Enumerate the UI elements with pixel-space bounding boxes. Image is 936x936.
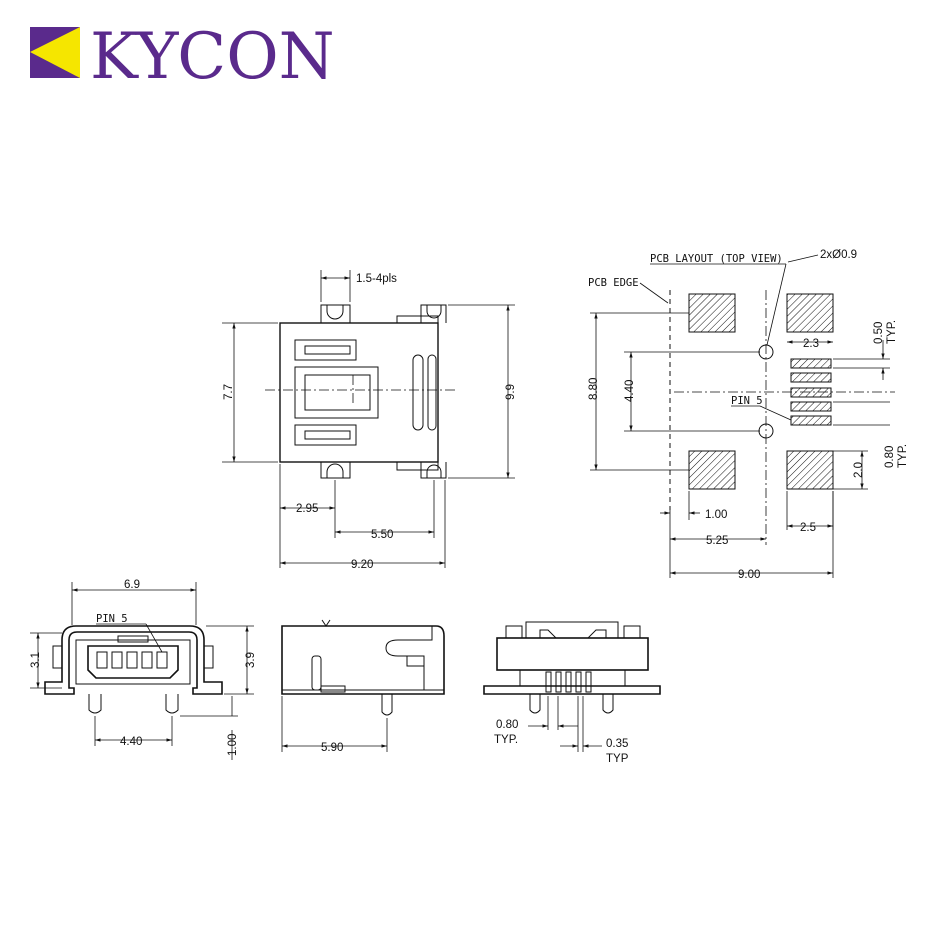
logo-mark-yellow-inner	[46, 35, 80, 70]
pcb-layout-title: PCB LAYOUT (TOP VIEW)	[650, 253, 783, 265]
dim-1-5-4pls: 1.5-4pls	[356, 273, 397, 285]
spring-finger-top	[294, 339, 357, 361]
dim-6-9: 6.9	[124, 579, 140, 591]
hole-note: 2xØ0.9	[820, 249, 857, 261]
dim-0-80-typ: TYP.	[897, 444, 909, 468]
side-view: 5.90	[281, 619, 445, 754]
dim-5-90: 5.90	[321, 742, 343, 754]
signal-pad-5	[790, 415, 832, 426]
dim-0-80-rear-typ: TYP.	[494, 734, 518, 746]
top-ear-left	[320, 304, 351, 323]
signal-pad-1	[790, 358, 832, 369]
dim-0-80-rear: 0.80	[496, 719, 518, 731]
dim-0-80: 0.80	[884, 446, 896, 468]
bottom-ear-left	[320, 462, 351, 479]
dim-9-9: 9.9	[505, 384, 517, 400]
front-view: 6.9 PIN 5 3.1 3.9 4.40 1.00	[30, 579, 257, 760]
kycon-logo: KYCON	[30, 20, 335, 94]
mount-pad-bottom-left	[688, 450, 736, 490]
mount-pad-bottom-right	[786, 450, 834, 490]
dim-4-40: 4.40	[624, 380, 636, 402]
dim-4-40-front: 4.40	[120, 736, 142, 748]
dim-5-50: 5.50	[371, 529, 393, 541]
dim-2-0: 2.0	[853, 462, 865, 478]
dim-5-25: 5.25	[706, 535, 728, 547]
front-pins	[96, 651, 168, 669]
dim-1-00: 1.00	[705, 509, 727, 521]
dim-8-80: 8.80	[588, 378, 600, 400]
dim-3-1: 3.1	[30, 652, 42, 668]
rear-body	[496, 637, 649, 671]
dim-9-20: 9.20	[351, 559, 373, 571]
right-slot-2	[427, 354, 437, 431]
dim-9-00: 9.00	[738, 569, 760, 581]
side-body	[281, 625, 445, 695]
signal-pad-2	[790, 372, 832, 383]
dim-1-00-front: 1.00	[227, 734, 239, 756]
dim-2-95: 2.95	[296, 503, 318, 515]
dim-3-9: 3.9	[245, 652, 257, 668]
dim-0-50-typ: TYP.	[886, 320, 898, 344]
dim-2-3: 2.3	[803, 338, 819, 350]
dim-7-7: 7.7	[223, 384, 235, 400]
dim-2-5: 2.5	[800, 522, 816, 534]
rear-view: 0.80 TYP. 0.35 TYP	[483, 621, 661, 765]
front-shell	[44, 625, 223, 695]
rear-pins	[545, 671, 592, 693]
top-ear-right	[420, 304, 447, 323]
side-pin	[311, 655, 322, 691]
signal-pad-4	[790, 401, 832, 412]
rear-base	[483, 685, 661, 695]
signal-pad-3	[790, 387, 832, 398]
mount-pad-top-right	[786, 293, 834, 333]
logo-wordmark: KYCON	[90, 20, 335, 94]
dim-0-35-typ: TYP	[606, 753, 629, 765]
pcb-layout: PCB LAYOUT (TOP VIEW) 2xØ0.9 PCB EDGE 2.…	[588, 249, 909, 581]
pcb-edge-label: PCB EDGE	[588, 277, 639, 289]
pcb-pin5-label: PIN 5	[731, 395, 763, 407]
center-latch	[294, 366, 379, 419]
mount-pad-top-left	[688, 293, 736, 333]
front-mouth	[87, 645, 179, 679]
front-pin5-label: PIN 5	[96, 613, 128, 625]
dim-0-50: 0.50	[873, 322, 885, 344]
top-view-body	[279, 322, 439, 463]
top-view: 1.5-4pls 7.7 9.9 2.95 5.50 9.20	[222, 270, 517, 571]
dim-0-35: 0.35	[606, 738, 628, 750]
right-slot-1	[412, 354, 424, 431]
spring-finger-bottom	[294, 424, 357, 446]
